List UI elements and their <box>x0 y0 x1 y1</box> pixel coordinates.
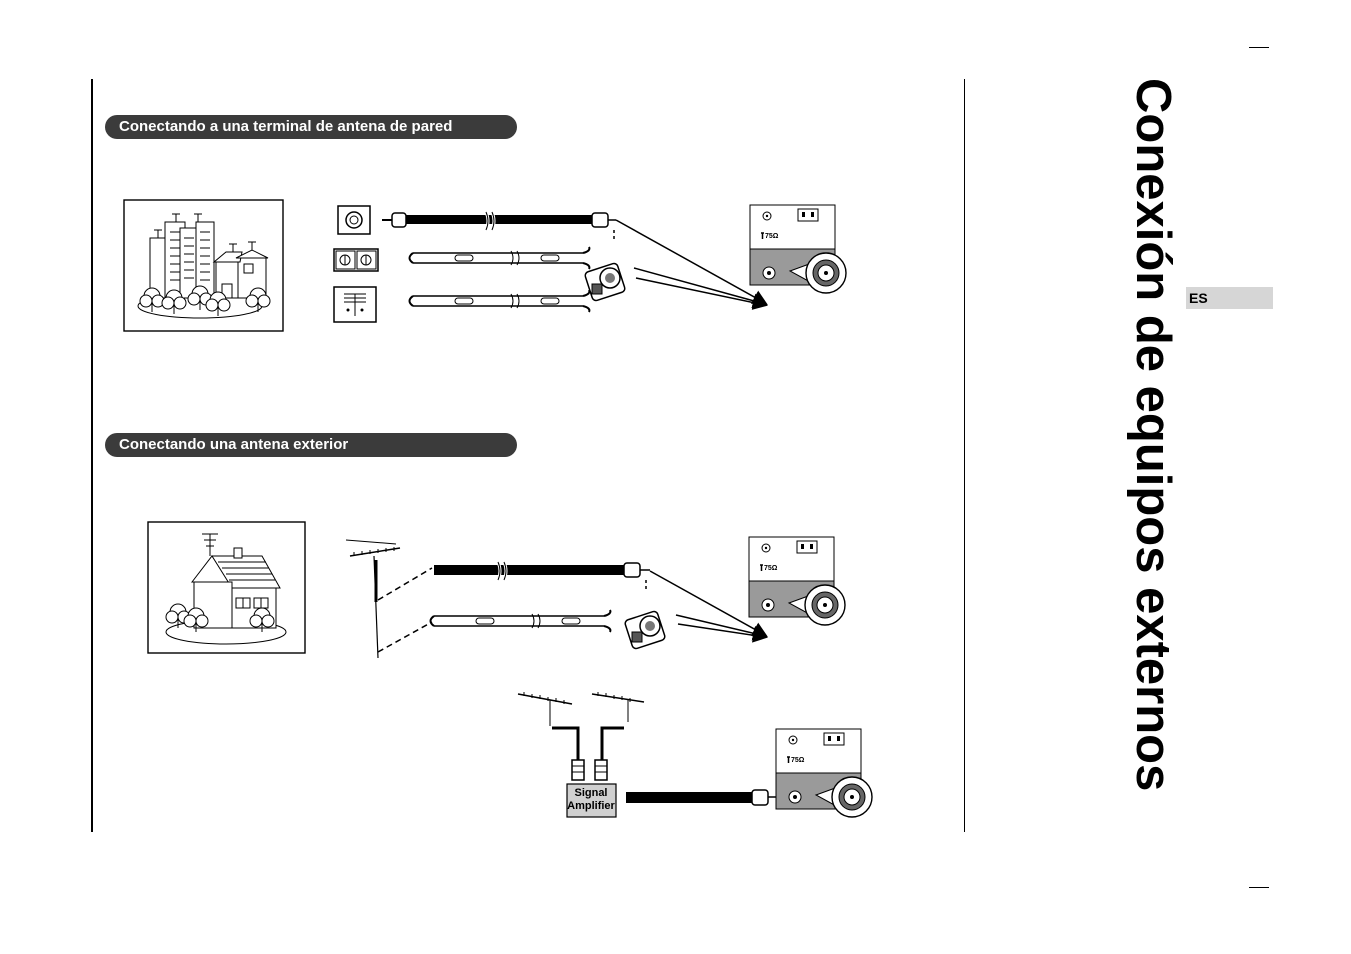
dual-yagi-antennas <box>517 692 645 781</box>
page-title: Conexión de equipos externos <box>1126 78 1180 792</box>
impedance-label-3: 75Ω <box>791 757 805 764</box>
left-margin-rule <box>91 79 93 832</box>
house-illustration <box>147 521 306 654</box>
section-heading-outdoor-antenna: Conectando una antena exterior <box>105 433 517 457</box>
yagi-antenna-1 <box>345 539 433 659</box>
connection-arrows-2 <box>649 570 768 643</box>
signal-amplifier-box: Signal Amplifier <box>566 783 617 818</box>
wall-terminal-icons <box>333 205 379 323</box>
tv-antenna-panel-3 <box>775 728 873 818</box>
coax-cable-1 <box>382 211 616 240</box>
impedance-label-2: 75Ω <box>764 565 778 572</box>
bottom-corner-mark <box>1249 887 1269 888</box>
apartment-building-illustration <box>123 199 284 332</box>
svg-text:Amplifier: Amplifier <box>567 800 615 812</box>
amplifier-output-cable <box>626 789 776 806</box>
connection-arrows-1 <box>615 219 768 310</box>
impedance-label-1: 75Ω <box>765 233 779 240</box>
coax-cable-2 <box>434 561 650 590</box>
svg-text:Signal: Signal <box>574 787 607 799</box>
right-margin-rule <box>964 79 965 832</box>
tv-antenna-panel-2 <box>748 536 846 626</box>
tv-antenna-panel-1 <box>749 204 847 294</box>
section-heading-wall-terminal: Conectando a una terminal de antena de p… <box>105 115 517 139</box>
top-corner-mark <box>1249 47 1269 48</box>
language-tab: ES <box>1186 287 1273 309</box>
